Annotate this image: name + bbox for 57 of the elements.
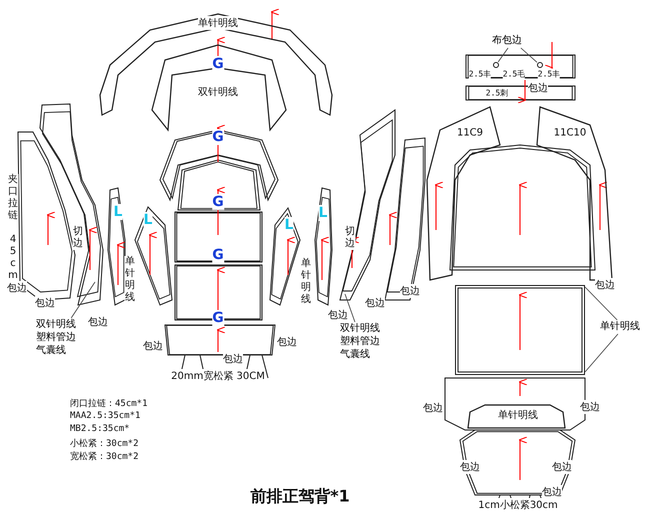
piece-label: 单针明线 — [198, 16, 238, 30]
piece-label: 11C9 — [456, 128, 484, 138]
note-label: 1cm小松紧30cm — [478, 498, 558, 512]
vertical-note: 切边 — [344, 226, 356, 250]
note-label: 包边 — [143, 339, 163, 353]
piece-mark-letter: L — [318, 205, 328, 221]
piece-mark-letter: L — [144, 212, 152, 228]
piece-label: 双针明线 — [198, 85, 238, 99]
piece-mark-letter: L — [114, 204, 122, 220]
note-label: 包边 — [542, 485, 562, 499]
callout-text: 布包边 — [492, 34, 522, 47]
callout-text: 双针明线塑料管边气囊线 — [340, 322, 381, 361]
leader-line — [520, 48, 538, 63]
material-note: 闭口拉链：45cm*1 — [70, 397, 148, 410]
note-label: 包边 — [35, 296, 55, 310]
note-label: 包边 — [88, 315, 108, 329]
material-note: 宽松紧：30cm*2 — [70, 450, 139, 463]
piece-mark-letter: G — [212, 247, 224, 263]
note-label: 包边 — [552, 460, 572, 474]
note-label: 包边 — [328, 308, 348, 322]
note-label: 包边 — [277, 335, 297, 349]
note-label: 包边 — [223, 352, 243, 366]
leader-line — [70, 282, 96, 318]
vertical-note: 单针明线 — [124, 256, 136, 304]
note-label: 2.5丰 — [468, 68, 492, 80]
note-label: 包边 — [365, 296, 385, 310]
vertical-note: 夹口拉链 — [8, 174, 18, 222]
piece-mark-letter: G — [212, 310, 224, 326]
material-note: MAA2.5:35cm*1 — [70, 411, 140, 421]
note-label: 2.5毛 — [502, 68, 526, 80]
leader-line — [344, 294, 356, 322]
piece-label: 单针明线 — [498, 408, 538, 422]
note-label: 包边 — [580, 400, 600, 414]
piece-mark-letter: G — [212, 56, 224, 72]
material-note: 小松紧：30cm*2 — [70, 437, 139, 450]
vertical-note: 切边 — [72, 226, 84, 250]
note-label: 2.5丰 — [538, 68, 560, 80]
leader-line — [584, 334, 618, 372]
piece-label: 11C10 — [554, 128, 586, 138]
drawing-title: 前排正驾背*1 — [250, 486, 350, 508]
note-label: 20mm宽松紧 30CM — [171, 369, 265, 383]
piece-mark-letter: G — [212, 129, 224, 145]
callout-text: 双针明线塑料管边气囊线 — [36, 318, 77, 357]
callout-text: 单针明线 — [600, 320, 640, 333]
note-label: 包边 — [7, 281, 27, 295]
piece-mark-letter: L — [284, 217, 294, 233]
note-label: 包边 — [400, 284, 420, 298]
note-label: 包边 — [595, 278, 615, 292]
note-label: 包边 — [460, 460, 480, 474]
vertical-note: 单针明线 — [300, 258, 312, 306]
piece-mark-letter: G — [212, 194, 224, 210]
note-label: 2.5刺 — [486, 88, 508, 98]
leader-line — [498, 48, 508, 62]
note-label: 包边 — [528, 81, 548, 95]
leader-line — [584, 286, 618, 320]
material-note: MB2.5:35cm* — [70, 424, 130, 434]
note-label: 包边 — [423, 401, 443, 415]
